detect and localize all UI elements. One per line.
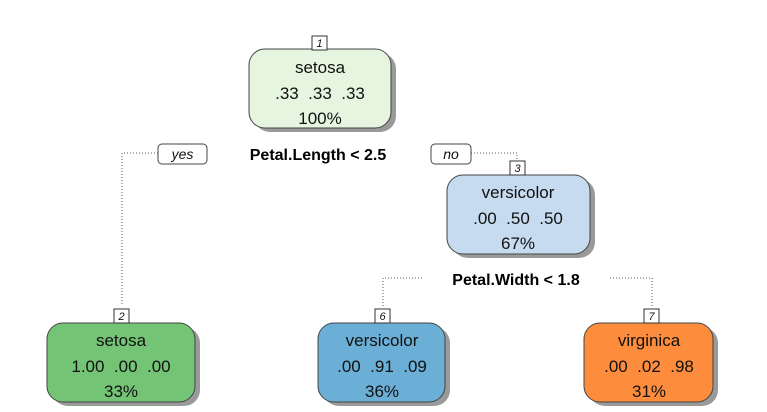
- node-6-percent: 36%: [365, 382, 399, 401]
- edge-node-3-to-node-6: [382, 277, 422, 306]
- node-1-class-label: setosa: [295, 58, 346, 77]
- node-6-class-label: versicolor: [346, 331, 419, 350]
- node-6-probabilities: .00 .91 .09: [337, 357, 427, 376]
- edge-node-3-to-node-7: [610, 277, 653, 306]
- node-2-class-label: setosa: [96, 331, 147, 350]
- branch-yes-label: yes: [171, 146, 194, 162]
- node-2-probabilities: 1.00 .00 .00: [71, 357, 170, 376]
- split-2-rule: Petal.Width < 1.8: [452, 272, 580, 289]
- split-1-rule: Petal.Length < 2.5: [250, 147, 387, 164]
- node-7-percent: 31%: [632, 382, 666, 401]
- node-1-id: 1: [316, 38, 322, 50]
- node-3-percent: 67%: [501, 234, 535, 253]
- node-3-class-label: versicolor: [482, 183, 555, 202]
- edge-root-to-node-2: [121, 152, 158, 306]
- branch-yes-box: [157, 143, 208, 165]
- tree-node-2: 2 setosa 1.00 .00 .00 33%: [46, 308, 200, 406]
- node-7-class-label: virginica: [618, 331, 681, 350]
- node-3-id: 3: [514, 163, 521, 175]
- node-6-id: 6: [379, 311, 386, 323]
- branch-no-label: no: [443, 146, 459, 162]
- edge-root-to-node-3: [471, 152, 518, 168]
- split-2: Petal.Width < 1.8: [452, 272, 580, 289]
- tree-node-7: 7 virginica .00 .02 .98 31%: [583, 308, 718, 406]
- split-1: yes Petal.Length < 2.5 no: [157, 143, 472, 165]
- tree-node-6: 6 versicolor .00 .91 .09 36%: [317, 308, 450, 406]
- node-7-id: 7: [648, 311, 655, 323]
- tree-node-1: 1 setosa .33 .33 .33 100%: [248, 35, 396, 132]
- node-2-percent: 33%: [104, 382, 138, 401]
- node-2-id: 2: [117, 311, 124, 323]
- branch-no-box: [430, 143, 472, 165]
- tree-node-3: 3 versicolor .00 .50 .50 67%: [446, 160, 595, 258]
- node-1-percent: 100%: [298, 109, 341, 128]
- node-1-probabilities: .33 .33 .33: [275, 84, 365, 103]
- node-7-probabilities: .00 .02 .98: [604, 357, 694, 376]
- node-3-probabilities: .00 .50 .50: [473, 209, 563, 228]
